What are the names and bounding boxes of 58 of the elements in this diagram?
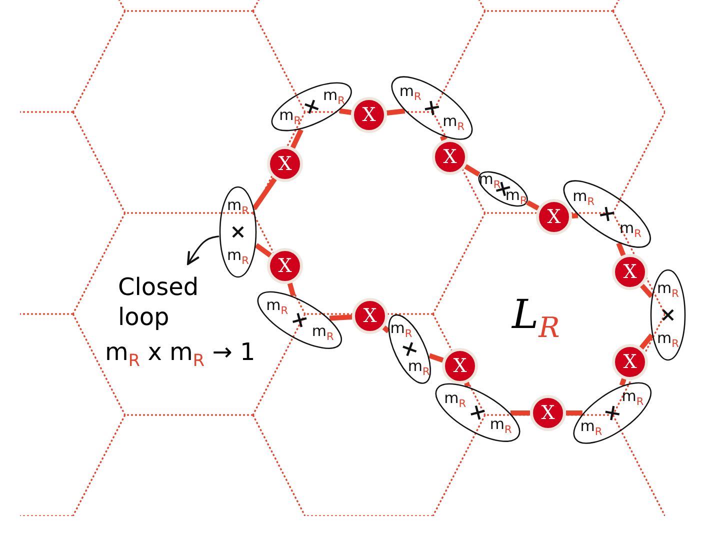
loop-link [566, 410, 582, 416]
mass-symbol: m$_{R}$ [444, 390, 466, 410]
loop-link [290, 128, 304, 149]
pair-ellipse [388, 314, 432, 384]
pair-ellipse [271, 82, 353, 132]
mass-symbol: m$_{R}$ [619, 221, 642, 240]
pair-ellipse [478, 171, 528, 207]
x-marker-circle: X [352, 298, 388, 334]
loop-link [339, 108, 352, 115]
loop-link [639, 333, 654, 350]
x-marker-circle: X [351, 97, 387, 133]
loop-link [619, 378, 626, 386]
loop-link [616, 242, 626, 256]
mass-symbol: m$_{R}$ [266, 298, 288, 316]
loop-link [287, 282, 296, 296]
pair-ellipse [219, 186, 257, 278]
loop-link [572, 213, 578, 218]
x-marker-circle: X [612, 254, 648, 290]
mass-symbol: m$_{R}$ [580, 418, 602, 437]
x-marker-circle: X [612, 344, 648, 380]
x-marker-circle: X [536, 199, 572, 235]
loop-link [252, 177, 277, 210]
mass-symbol: m$_{R}$ [490, 416, 512, 436]
mass-symbol: m$_{R}$ [478, 172, 501, 191]
mass-symbol: m$_{R}$ [657, 331, 679, 350]
x-marker-circle: X [442, 348, 478, 384]
curved-arrow [187, 236, 220, 265]
loop-label: L$_{R}$ [512, 292, 560, 344]
pair-ellipse [435, 383, 521, 443]
mass-symbol: m$_{R}$ [227, 248, 249, 267]
pair-ellipse [562, 180, 652, 248]
formula-text: m$_{R}$ x m$_{R}$ → 1 [105, 338, 256, 370]
pair-ellipse [257, 290, 343, 350]
loop-link [640, 284, 654, 298]
x-marker-circle: X [267, 146, 303, 182]
mass-symbol: m$_{R}$ [657, 280, 679, 299]
x-marker-circle: X [432, 139, 468, 175]
mass-symbol: m$_{R}$ [279, 108, 301, 126]
mass-symbol: m$_{R}$ [408, 358, 430, 378]
mass-symbol: m$_{R}$ [399, 84, 422, 102]
loop-link [526, 200, 540, 211]
mass-symbol: m$_{R}$ [322, 88, 345, 106]
mass-symbol: m$_{R}$ [622, 389, 644, 408]
mass-symbol: m$_{R}$ [312, 324, 334, 342]
pair-ellipse [391, 76, 473, 140]
pair-ellipse [650, 269, 686, 361]
loop-link [464, 164, 480, 177]
pair-ellipse [572, 382, 652, 444]
mass-symbol: m$_{R}$ [572, 188, 594, 207]
x-marker-circle: X [530, 395, 566, 431]
loop-link [254, 243, 272, 258]
mass-symbol: m$_{R}$ [390, 320, 412, 340]
x-marker-circle: X [267, 248, 303, 284]
loop-link [428, 353, 444, 363]
loop-link [329, 314, 352, 321]
loop-link [386, 108, 406, 116]
mass-symbol: m$_{R}$ [442, 114, 465, 132]
loop-link [510, 410, 530, 416]
